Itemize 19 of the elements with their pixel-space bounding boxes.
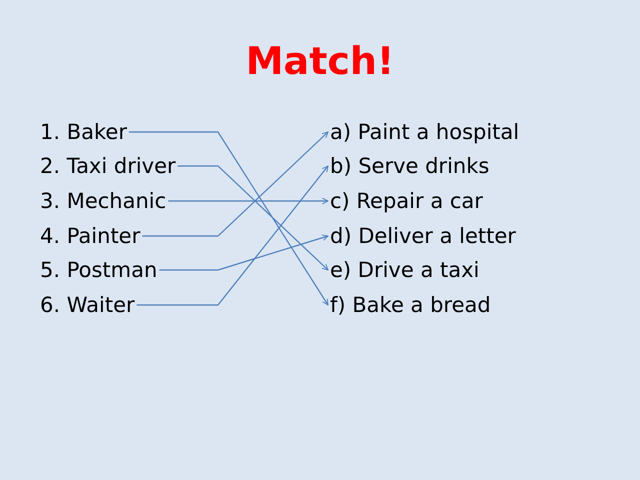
list-item: b) Serve drinks xyxy=(330,154,490,178)
list-item: a) Paint a hospital xyxy=(330,120,520,144)
list-item: 6. Waiter xyxy=(40,293,135,317)
list-item: e) Drive a taxi xyxy=(330,258,480,282)
list-item: 1. Baker xyxy=(40,120,127,144)
list-item: 3. Mechanic xyxy=(40,189,166,213)
arrow xyxy=(128,131,328,306)
arrow xyxy=(136,166,328,306)
list-item: c) Repair a car xyxy=(330,189,483,213)
list-item: d) Deliver a letter xyxy=(330,224,516,248)
list-item: 2. Taxi driver xyxy=(40,154,176,178)
list-item: 5. Postman xyxy=(40,258,158,282)
arrow xyxy=(168,198,328,204)
arrow xyxy=(142,132,328,237)
arrow xyxy=(178,165,328,270)
list-item: 4. Painter xyxy=(40,224,140,248)
list-item: f) Bake a bread xyxy=(330,293,491,317)
arrow xyxy=(159,234,328,271)
title: Match! xyxy=(244,38,396,84)
